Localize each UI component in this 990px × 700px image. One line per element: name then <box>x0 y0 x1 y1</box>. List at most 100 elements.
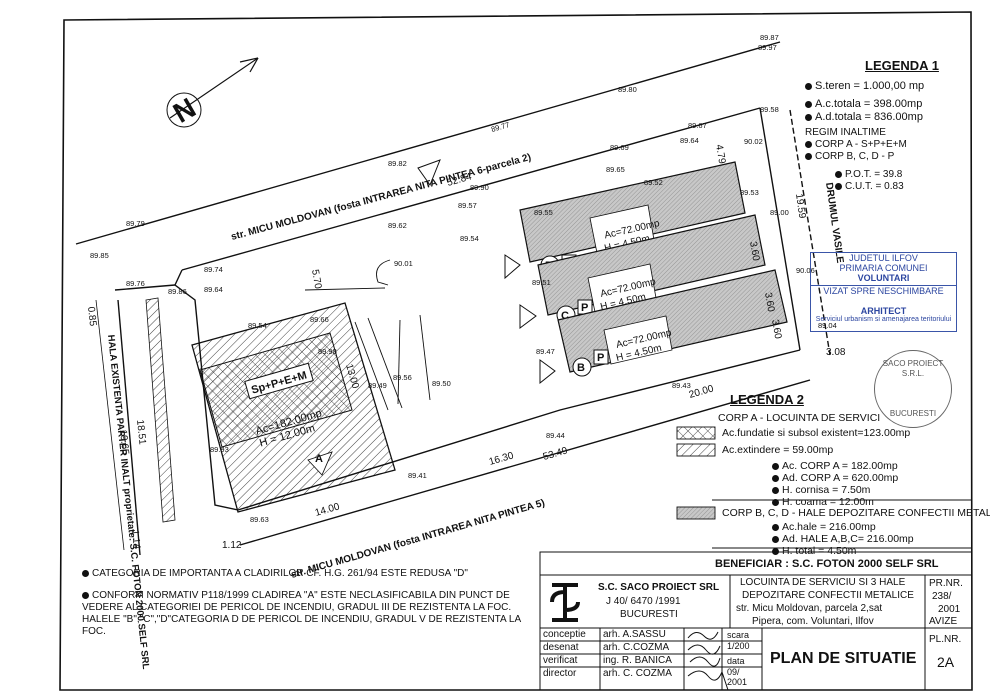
elevation-label: 89.86 <box>168 287 187 296</box>
legend-1-row: S.teren = 1.000,00 mp <box>805 80 924 92</box>
tb-plnr: 2A <box>937 654 955 670</box>
dim-label: 5.70 <box>309 269 323 291</box>
dim-label: 18.51 <box>134 419 148 445</box>
elevation-label: 89.51 <box>532 278 551 287</box>
dim-label: 16.30 <box>488 450 516 468</box>
stamp-saco-round: SACO PROIECT S.R.L. BUCURESTI <box>874 350 952 428</box>
legend-1-row: A.d.totala = 836.00mp <box>805 111 923 123</box>
stamp-primaria: JUDETUL ILFOV PRIMARIA COMUNEI VOLUNTARI… <box>810 252 957 332</box>
elevation-label: 89.58 <box>760 105 779 114</box>
elevation-label: 89.65 <box>606 165 625 174</box>
stamp-line: BUCURESTI <box>889 409 937 418</box>
swatch-hale <box>676 506 716 520</box>
tb-name: arh. C.COZMA <box>603 642 670 653</box>
elevation-label: 89.56 <box>393 373 412 382</box>
tb-scara-label: scara <box>727 630 750 640</box>
bullet-icon <box>82 591 89 599</box>
bullet-icon <box>82 569 89 577</box>
building-b-letter: B <box>577 362 585 374</box>
building-b: Ac=72.00mp H = 4.50m B P <box>557 269 788 377</box>
tb-prnr: 238/ <box>932 591 952 602</box>
elevation-label: 89.49 <box>368 381 387 390</box>
elevation-label: 89.64 <box>204 285 223 294</box>
tb-project-line: str. Micu Moldovan, parcela 2,sat <box>736 603 883 614</box>
building-a: Sp+P+E+M Ac=182.00mp H = 12.00m A <box>191 302 396 513</box>
legend-1-row: CORP A - S+P+E+M <box>805 139 907 150</box>
elevation-label: 89.50 <box>432 379 451 388</box>
bullet-icon <box>805 100 812 108</box>
note-item: CATEGORIA DE IMPORTANTA A CLADIRILOR CF.… <box>82 568 522 580</box>
legend-2-row: Ad. CORP A = 620.00mp <box>772 472 898 484</box>
elevation-label: 89.44 <box>546 431 565 440</box>
elevation-label: 89.57 <box>458 201 477 210</box>
legend-1-row: A.c.totala = 398.00mp <box>805 98 922 110</box>
bullet-icon <box>805 152 812 160</box>
elevation-label: 89.90 <box>470 183 489 192</box>
tb-data: 09/ 2001 <box>727 667 748 687</box>
dim-label: 4.79 <box>713 144 727 166</box>
elevation-label: 89.55 <box>534 208 553 217</box>
elevation-label: 89.00 <box>770 208 789 217</box>
elevation-label: 90.01 <box>394 259 413 268</box>
legend-2-row: H. total = 4.50m <box>772 545 856 557</box>
stamp-line: VOLUNTARI <box>857 273 910 283</box>
elevation-label: 89.79 <box>126 219 145 228</box>
legend-1-row: REGIM INALTIME <box>805 127 886 138</box>
tb-role: director <box>543 668 577 679</box>
legend-1-row: P.O.T. = 39.8 <box>835 169 902 180</box>
elevation-label: 89.98 <box>318 347 337 356</box>
tb-city: BUCURESTI <box>620 609 678 620</box>
legend-2-row: Ac.hale = 216.00mp <box>772 521 876 533</box>
building-c-mark: P <box>581 302 588 314</box>
elevation-label: 90.06 <box>796 266 815 275</box>
tb-data-label: data <box>727 656 745 666</box>
legend-1-row: C.U.T. = 0.83 <box>835 181 904 192</box>
signatures <box>687 631 729 691</box>
dim-label: 53.49 <box>542 445 570 463</box>
dim-label: 3.60 <box>762 292 776 314</box>
legend-2-row: H. cornisa = 7.50m <box>772 484 870 496</box>
legend-1-row: CORP B, C, D - P <box>805 151 894 162</box>
elevation-label: 89.87 <box>760 33 779 42</box>
notes: CATEGORIA DE IMPORTANTA A CLADIRILOR CF.… <box>82 568 522 644</box>
dim-label: 19.59 <box>793 193 807 220</box>
street-top-label: str. MICU MOLDOVAN (fosta INTRAREA NITA … <box>230 152 532 243</box>
elevation-label: 89.74 <box>204 265 223 274</box>
tb-pryear: 2001 <box>938 604 961 615</box>
elevation-label: 89.82 <box>388 159 407 168</box>
dim-label: 3.60 <box>747 241 761 263</box>
legend-2-heading: CORP B, C, D - HALE DEPOZITARE CONFECTII… <box>722 507 990 519</box>
legend-2-row: Ac.extindere = 59.00mp <box>722 444 834 456</box>
legend-2-heading: CORP A - LOCUINTA DE SERVICI <box>718 412 881 424</box>
legend-2-row: Ac.fundatie si subsol existent=123.00mp <box>722 427 911 439</box>
building-c-letter: C <box>561 310 569 322</box>
elevation-label: 89.04 <box>818 321 837 330</box>
dim-label: 1.12 <box>222 540 242 551</box>
legend-2-row: Ad. HALE A,B,C= 216.00mp <box>772 533 914 545</box>
elevation-label: 89.77 <box>490 120 511 134</box>
elevation-label: 89.53 <box>740 188 759 197</box>
neighbor-wall-strip <box>145 297 176 523</box>
elevation-labels: 89.87 89.97 89.80 89.77 89.58 89.67 89.6… <box>90 33 837 524</box>
tb-avize: AVIZE <box>929 616 958 627</box>
bullet-icon <box>835 182 842 190</box>
dim-label: 0.85 <box>85 306 98 327</box>
elevation-label: 89.47 <box>536 347 555 356</box>
legend-1-title: LEGENDA 1 <box>865 58 939 73</box>
legend-2-row: H. coama = 12.00m <box>772 496 874 508</box>
elevation-label: 90.02 <box>744 137 763 146</box>
beneficiar-label: BENEFICIAR : S.C. FOTON 2000 SELF SRL <box>715 558 939 570</box>
tb-project-line: LOCUINTA DE SERVICIU SI 3 HALE <box>740 577 906 588</box>
access-road <box>304 259 431 411</box>
tb-plnr-label: PL.NR. <box>929 634 962 645</box>
tb-name: ing. R. BANICA <box>603 655 672 666</box>
north-arrow-icon: N <box>166 57 259 129</box>
dim-label: 3.08 <box>826 347 846 358</box>
legend-2-row: Ac. CORP A = 182.00mp <box>772 460 898 472</box>
elevation-label: 89.80 <box>618 85 637 94</box>
elevation-label: 89.66 <box>310 315 329 324</box>
building-a-letter: A <box>315 453 323 465</box>
stamp-line: SACO PROIECT S.R.L. <box>882 359 944 378</box>
swatch-extindere <box>676 443 716 457</box>
elevation-label: 89.76 <box>126 279 145 288</box>
